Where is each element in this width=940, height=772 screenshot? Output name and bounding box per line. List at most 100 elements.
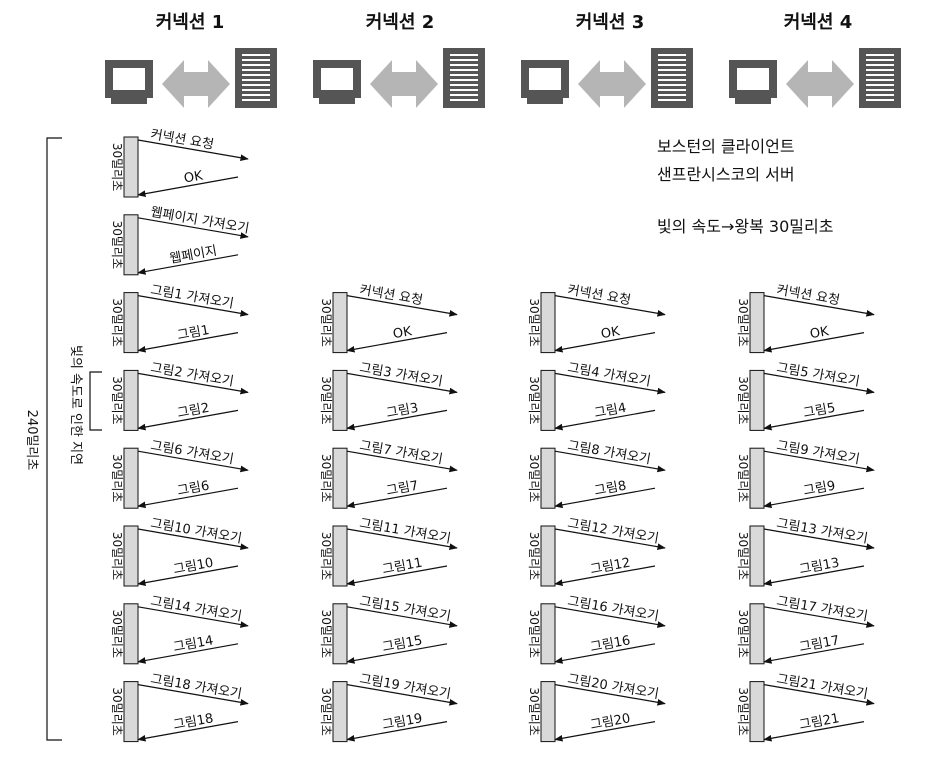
response-arrow <box>137 643 239 664</box>
response-label: 그림19 <box>381 711 423 733</box>
request-arrow <box>763 684 875 706</box>
interval-label: 30밀리초 <box>319 298 333 346</box>
request-label: 커넥션 요청 <box>566 283 632 309</box>
request-label: 그림9 가져오기 <box>775 438 860 467</box>
interval-label: 30밀리초 <box>319 376 333 424</box>
interval-label: 30밀리초 <box>110 221 124 269</box>
request-arrow <box>346 450 458 473</box>
response-arrow <box>137 565 239 586</box>
response-label: OK <box>600 324 622 342</box>
interval-bar <box>749 525 765 587</box>
request-arrow <box>763 372 875 395</box>
interval-bar <box>123 136 139 198</box>
request-arrow <box>346 684 458 706</box>
response-arrow <box>346 721 448 742</box>
interval-bar <box>332 525 348 587</box>
response-arrow <box>137 332 239 353</box>
request-arrow <box>763 295 875 317</box>
interval-label: 30밀리초 <box>319 610 333 658</box>
response-label: 그림5 <box>802 401 836 421</box>
interval-bar <box>123 681 139 743</box>
request-arrow <box>554 372 666 395</box>
response-arrow <box>763 721 865 742</box>
interval-bar <box>332 603 348 665</box>
server-icon <box>443 48 485 108</box>
total-time-bracket <box>46 137 62 741</box>
response-label: 그림14 <box>172 633 214 655</box>
response-arrow <box>137 487 239 509</box>
request-label: 커넥션 요청 <box>775 283 841 309</box>
server-icon <box>235 48 277 108</box>
icon-row <box>105 48 901 108</box>
response-label: 그림9 <box>802 479 836 499</box>
response-arrow <box>763 487 865 509</box>
interval-bar <box>749 681 765 743</box>
request-arrow <box>763 450 875 473</box>
request-arrow <box>137 295 249 317</box>
request-arrow <box>554 528 666 551</box>
connection-2-title: 커넥션 2 <box>366 12 434 33</box>
double-arrow-icon <box>162 60 230 108</box>
response-arrow <box>137 176 239 197</box>
connection-1-icons <box>105 48 277 108</box>
interval-bar <box>540 292 556 354</box>
response-arrow <box>346 332 448 353</box>
request-label: 그림7 가져오기 <box>358 438 443 467</box>
response-arrow <box>554 332 656 353</box>
legend-server: 샌프란시스코의 서버 <box>657 165 795 184</box>
request-arrow <box>763 528 875 551</box>
interval-label: 30밀리초 <box>110 610 124 658</box>
interval-label: 30밀리초 <box>736 610 750 658</box>
interval-bar <box>540 525 556 587</box>
interval-label: 30밀리초 <box>736 687 750 735</box>
computer-icon <box>105 60 153 104</box>
interval-bar <box>540 447 556 509</box>
connection-2-icons <box>313 48 485 108</box>
request-arrow <box>137 528 249 551</box>
request-label: 그림2 가져오기 <box>149 361 234 390</box>
response-label: 그림12 <box>589 556 631 578</box>
interval-label: 30밀리초 <box>110 532 124 580</box>
request-arrow <box>137 606 249 628</box>
response-arrow <box>763 332 865 353</box>
request-arrow <box>346 528 458 551</box>
legend-client: 보스턴의 클라이언트 <box>657 137 795 156</box>
request-label: 그림17 가져오기 <box>775 594 869 625</box>
response-label: 그림4 <box>593 401 627 421</box>
connection-3-title: 커넥션 3 <box>576 12 644 33</box>
interval-bar <box>123 292 139 354</box>
response-arrow <box>346 487 448 509</box>
interval-label: 30밀리초 <box>527 532 541 580</box>
request-arrow <box>137 684 249 706</box>
response-label: 그림16 <box>589 633 631 655</box>
interval-label: 30밀리초 <box>736 298 750 346</box>
request-label: 그림4 가져오기 <box>566 361 651 390</box>
response-label: 그림21 <box>798 711 840 733</box>
interval-label: 30밀리초 <box>110 454 124 502</box>
connection-4-title: 커넥션 4 <box>784 12 852 33</box>
request-arrow <box>137 372 249 395</box>
response-arrow <box>554 565 656 586</box>
connection-1-title: 커넥션 1 <box>156 12 224 33</box>
interval-bar <box>123 447 139 509</box>
response-arrow <box>554 643 656 664</box>
interval-label: 30밀리초 <box>736 454 750 502</box>
interval-label: 30밀리초 <box>319 454 333 502</box>
server-icon <box>859 48 901 108</box>
response-arrow <box>137 254 239 275</box>
double-arrow-icon <box>578 60 646 108</box>
interval-label: 30밀리초 <box>110 143 124 191</box>
